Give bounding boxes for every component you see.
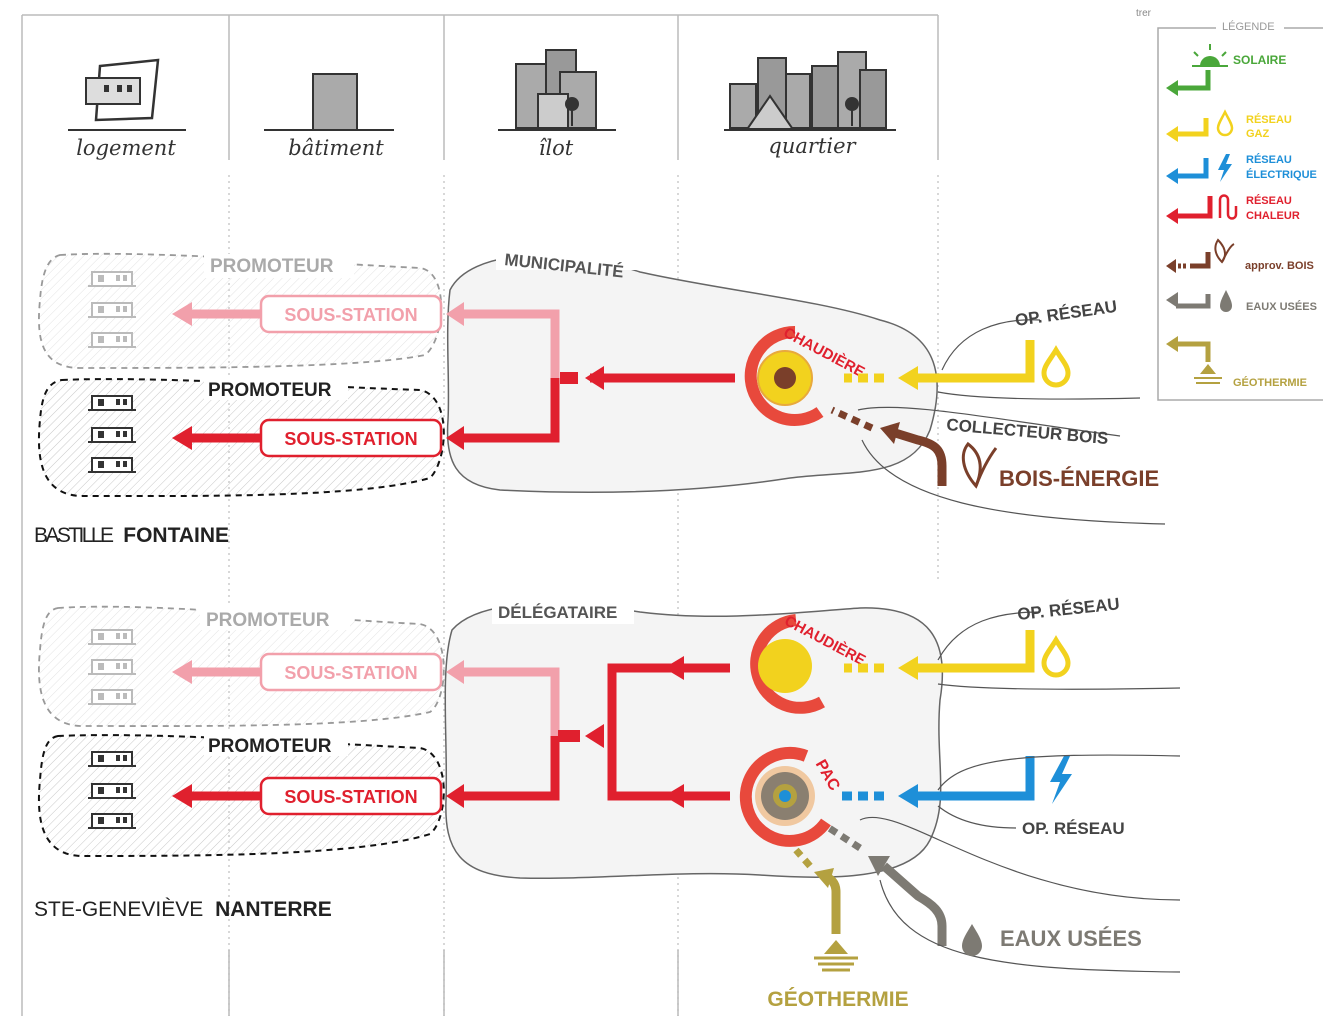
op-reseau-label: OP. RÉSEAU [1014,297,1118,330]
column-label-logement: logement [76,136,176,160]
building-icon [87,813,137,829]
wastewater-drop-icon [962,924,982,956]
geothermie-label: GÉOTHERMIE [767,988,908,1011]
bois-energie-label: BOIS-ÉNERGIE [999,466,1159,491]
gas-drop-icon [1044,350,1068,385]
site-title: BASTILLE FONTAINE [34,524,229,547]
grid-frame [21,14,939,1016]
building-icon [87,751,137,767]
building-icon [87,302,137,318]
legend-geo: GÉOTHERMIE [1233,376,1307,389]
lightning-icon [1050,756,1072,804]
column-label-batiment: bâtiment [288,136,384,160]
legend-chaleur-1: RÉSEAU [1246,194,1292,207]
op-reseau-gas-label: OP. RÉSEAU [1016,594,1120,624]
building-icon [87,783,137,799]
building-icon [87,629,137,645]
gas-drop-icon [1044,640,1068,675]
legend-gaz-1: RÉSEAU [1246,113,1292,126]
legend-sun-icon [1192,44,1228,67]
building-icon [87,332,137,348]
legend-elec-2: ÉLECTRIQUE [1246,168,1317,181]
op-reseau-elec-label: OP. RÉSEAU [1022,819,1125,838]
legend-solaire: SOLAIRE [1233,53,1286,67]
building-icon [87,271,137,287]
legend-chaleur-2: CHALEUR [1246,210,1300,222]
operator-zone [444,603,944,879]
ilot-icon [498,49,616,131]
promoteur-label-faded: PROMOTEUR [206,610,330,631]
column-label-quartier: quartier [768,134,857,158]
legend-eaux: EAUX USÉES [1246,300,1317,313]
eaux-usees-label: EAUX USÉES [1000,926,1142,951]
sous-station-label: SOUS-STATION [284,787,417,807]
legend-elec-1: RÉSEAU [1246,153,1292,166]
building-icon [87,395,137,411]
building-icon [87,659,137,675]
promoteur-label: PROMOTEUR [208,736,332,757]
legend-title: LÉGENDE [1222,20,1275,33]
quartier-icon [724,51,896,131]
legend: trer LÉGENDE SOLAIRE RÉSEAU GAZ RÉSEAU É… [1136,8,1323,401]
sous-station-label: SOUS-STATION [284,429,417,449]
logement-icon [68,58,186,131]
building-icon [87,427,137,443]
sous-station-box-faded [259,652,443,692]
section-ste-genevieve-nanterre: PROMOTEUR PROMOTEUR SOUS-STATION SOUS-ST… [34,594,1181,1011]
section-bastille-fontaine: PROMOTEUR PROMOTEUR SOUS-STATION SOUS-ST… [34,244,1166,547]
batiment-icon [264,73,394,131]
operator-label: DÉLÉGATAIRE [498,603,617,622]
boiler-chaudiere: CHAUDIÈRE [750,612,868,714]
promoteur-zone-faded [38,605,445,727]
leaf-icon [961,441,998,489]
promoteur-label: PROMOTEUR [208,380,332,401]
legend-bois: approv. BOIS [1245,260,1314,272]
promoteur-label-faded: PROMOTEUR [210,256,334,277]
sous-station-box-faded [259,294,443,334]
geothermal-icon [814,940,858,972]
collecteur-bois-label: COLLECTEUR BOIS [946,415,1109,448]
building-icon [87,457,137,473]
sous-station-label-faded: SOUS-STATION [284,305,417,325]
building-icon [87,689,137,705]
legend-corner-text: trer [1136,8,1152,19]
column-label-ilot: îlot [539,136,574,160]
sous-station-box [259,776,443,816]
sous-station-box [259,418,443,458]
legend-gaz-2: GAZ [1246,128,1270,140]
sous-station-label-faded: SOUS-STATION [284,663,417,683]
site-title: STE-GENEVIÈVE NANTERRE [34,898,332,921]
